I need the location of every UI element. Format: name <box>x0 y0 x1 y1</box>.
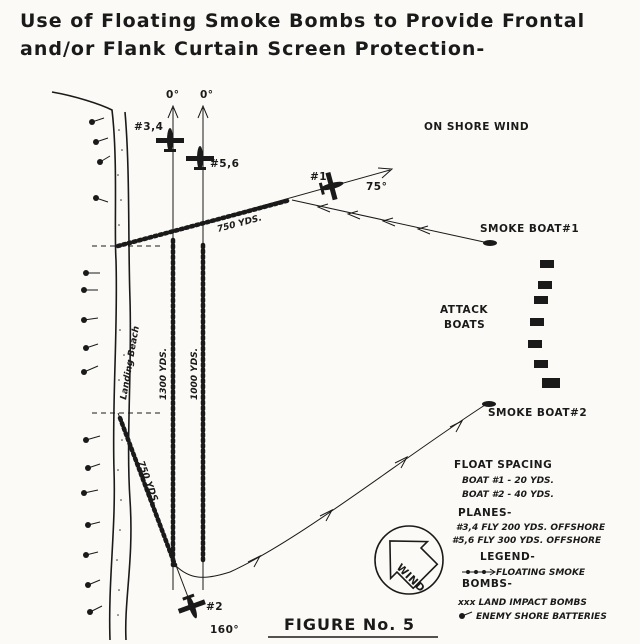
float-spacing-line2: BOAT #2 - 40 YDS. <box>462 490 554 500</box>
planes-line2: #5,6 FLY 300 YDS. OFFSHORE <box>452 536 602 546</box>
plane-34-label: #3,4 <box>134 121 163 133</box>
distance-1300: 1300 YDS. <box>159 348 169 400</box>
legend-item-floating-smoke-cont: BOMBS- <box>462 578 512 590</box>
flight-path-1-arrow <box>377 167 394 179</box>
landing-beach-label: Landing Beach <box>119 325 142 400</box>
plane-1-icon <box>318 171 344 201</box>
planes-line1: #3,4 FLY 200 YDS. OFFSHORE <box>456 523 606 533</box>
title-line-1: Use of Floating Smoke Bombs to Provide F… <box>20 10 585 32</box>
heading-0-b: 0° <box>200 89 214 101</box>
legend-floating-smoke-symbol <box>462 568 496 576</box>
smoke-boat-1-icon <box>483 240 497 246</box>
plane-1-label: #1 <box>310 171 327 183</box>
smoke-boat-2-label: SMOKE BOAT#2 <box>488 407 587 419</box>
smoke-boat-1-track <box>291 199 485 243</box>
smoke-line-750-upper <box>115 197 293 249</box>
on-shore-wind-label: ON SHORE WIND <box>424 121 529 133</box>
figure-caption: FIGURE No. 5 <box>284 615 415 634</box>
plane-56-label: #5,6 <box>210 158 239 170</box>
legend-item-land-impact: xxx LAND IMPACT BOMBS <box>457 598 587 608</box>
smoke-boat-2-icon <box>482 401 496 407</box>
plane-2-icon <box>177 593 206 619</box>
smoke-boat-2-track <box>174 404 486 578</box>
plane-2-label: #2 <box>206 601 223 613</box>
wind-compass-label: WIND <box>394 562 427 595</box>
coastline <box>51 91 132 641</box>
flight-path-34-arrow <box>167 104 179 119</box>
heading-160: 160° <box>210 624 239 636</box>
wind-compass-icon: WIND <box>374 525 444 595</box>
legend-title: LEGEND- <box>480 551 535 563</box>
legend-item-enemy-batteries: ENEMY SHORE BATTERIES <box>476 612 607 622</box>
float-spacing-line1: BOAT #1 - 20 YDS. <box>462 476 554 486</box>
attack-boats-label-1: ATTACK <box>440 304 488 316</box>
heading-75: 75° <box>366 181 387 193</box>
legend-enemy-battery-symbol <box>459 611 473 619</box>
attack-boats-label-2: BOATS <box>444 319 485 331</box>
title-line-2: and/or Flank Curtain Screen Protection- <box>20 38 485 60</box>
smoke-line-750-lower <box>117 415 178 568</box>
heading-0-a: 0° <box>166 89 180 101</box>
attack-boats <box>528 260 560 388</box>
legend-item-floating-smoke: FLOATING SMOKE <box>496 568 586 578</box>
plane-56-icon <box>186 146 214 170</box>
distance-750-lower: 750 YDS. <box>135 460 160 506</box>
smoke-boat-1-label: SMOKE BOAT#1 <box>480 223 579 235</box>
beach-sand-stipple <box>116 129 125 616</box>
float-spacing-title: FLOAT SPACING <box>454 459 552 471</box>
distance-1000: 1000 YDS. <box>190 348 200 400</box>
planes-title: PLANES- <box>458 507 512 519</box>
flight-path-56-arrow <box>197 104 209 119</box>
plane-34-icon <box>156 128 184 152</box>
enemy-shore-batteries <box>81 117 111 615</box>
